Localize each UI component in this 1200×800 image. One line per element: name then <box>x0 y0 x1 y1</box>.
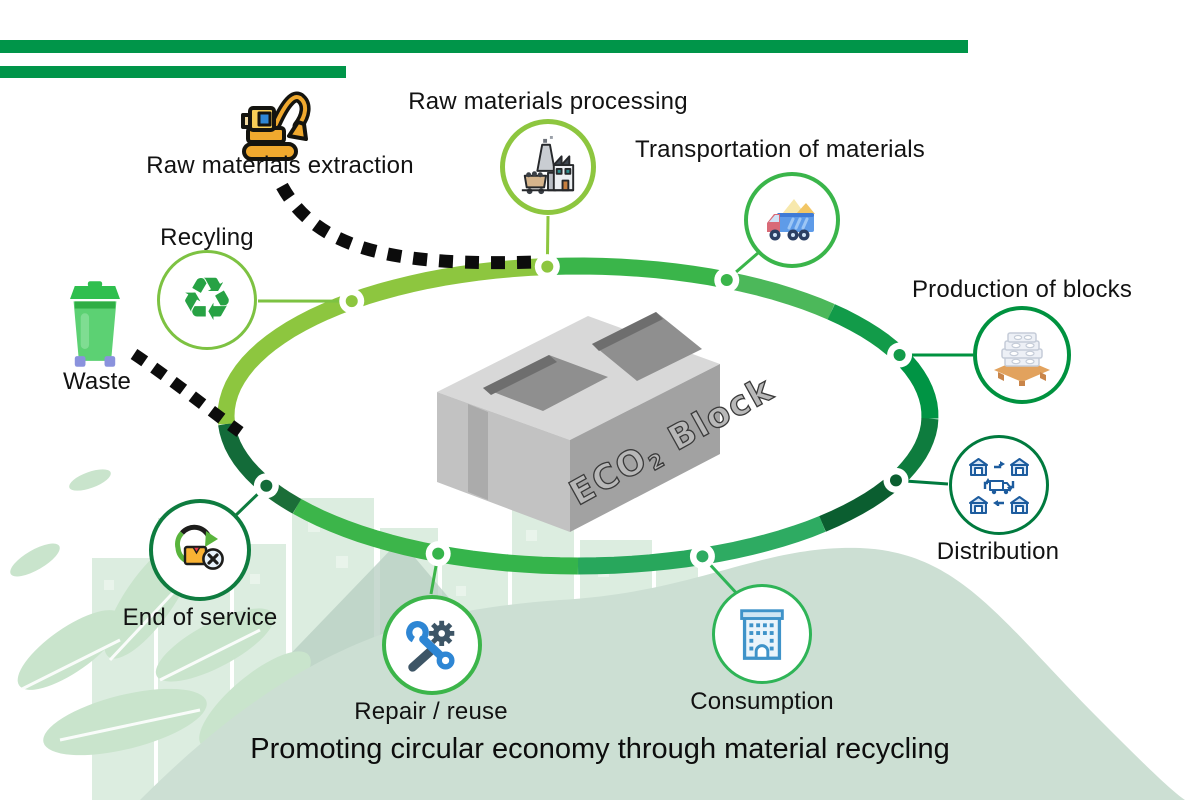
stage-circle-transportation <box>744 172 840 268</box>
ring-segment <box>725 271 835 320</box>
stage-label-distribution: Distribution <box>936 538 1060 565</box>
stage-label-consumption: Consumption <box>690 688 834 715</box>
ring-segment <box>292 498 440 563</box>
ring-node-dot-production <box>893 348 906 361</box>
ring-segment <box>577 547 704 575</box>
eco-block-graphic: ECO2 Block <box>437 312 781 532</box>
stage-label-transportation: Transportation of materials <box>635 136 925 163</box>
dashed-flow-extraction <box>276 182 537 270</box>
top-accent-bar-2 <box>0 66 346 78</box>
warehouse-network-icon <box>969 458 1029 514</box>
ring-segment <box>893 349 939 419</box>
stage-label-production: Production of blocks <box>911 276 1133 303</box>
tools-icon <box>406 620 455 672</box>
ring-segment <box>217 293 355 425</box>
stage-label-repair: Repair / reuse <box>354 698 508 725</box>
stage-label-waste: Waste <box>62 368 132 395</box>
stage-circle-distribution <box>949 435 1049 535</box>
ring-node-dot-consumption <box>696 550 709 563</box>
ring-node-dot-end_of_service <box>260 479 273 492</box>
excavator-icon <box>228 82 324 166</box>
stage-label-recycling: Recyling <box>160 224 254 251</box>
pallet-icon <box>994 332 1050 386</box>
factory-icon <box>521 136 575 195</box>
ring-nodes <box>253 254 913 569</box>
recycle-icon: ♻ <box>180 265 234 335</box>
stage-circle-processing <box>500 119 596 215</box>
stage-circle-consumption <box>712 584 812 684</box>
ring-segment <box>819 473 902 532</box>
ring-node-dot-transportation <box>720 274 733 287</box>
top-accent-bar-1 <box>0 40 968 53</box>
stage-label-extraction: Raw materials extraction <box>146 152 414 179</box>
ring-segment <box>218 422 272 493</box>
trash-bin-icon <box>64 280 126 368</box>
ring-segment <box>436 545 579 575</box>
ring-segment <box>348 258 548 310</box>
ring-node-dot-distribution <box>889 474 902 487</box>
stage-label-end-of-service: End of service <box>122 604 278 631</box>
stage-circle-end-of-service <box>149 499 251 601</box>
truck-icon <box>767 199 815 241</box>
stage-circle-repair <box>382 595 482 695</box>
ring-node-dot-repair <box>432 547 445 560</box>
ring-node-dot-processing <box>541 260 554 273</box>
stage-label-processing: Raw materials processing <box>408 88 688 115</box>
ring-node-dot-recycling <box>345 295 358 308</box>
building-icon <box>740 609 784 660</box>
stage-circle-production <box>973 306 1071 404</box>
package-return-icon <box>175 524 224 570</box>
caption-text: Promoting circular economy through mater… <box>250 733 950 765</box>
stage-circle-recycling: ♻ <box>157 250 257 350</box>
ring-segment <box>890 417 939 487</box>
hill-background <box>140 547 1185 800</box>
ring-segment <box>700 515 826 565</box>
ring-segment <box>547 257 729 289</box>
